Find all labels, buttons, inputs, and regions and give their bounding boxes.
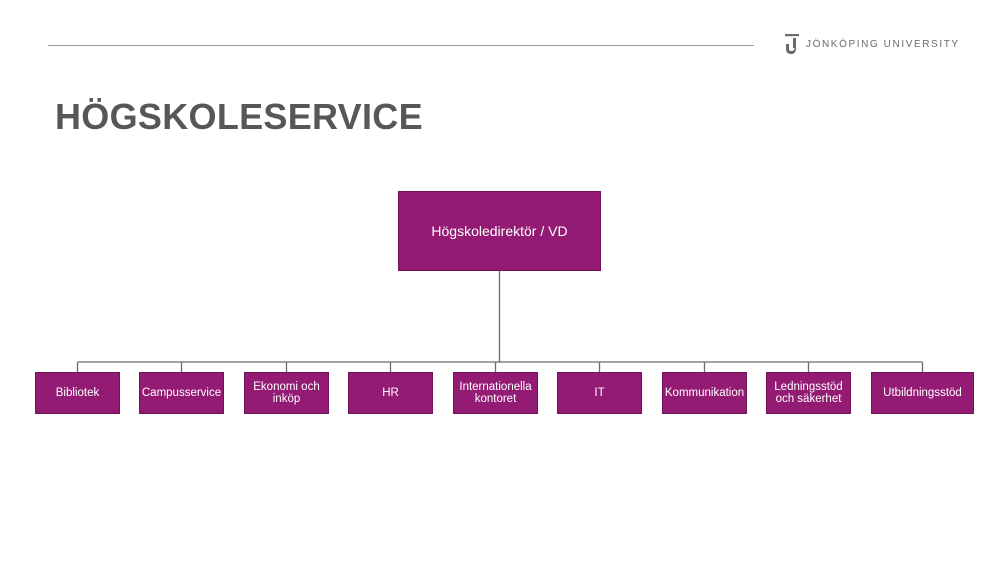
org-node-hogskoledirektor[interactable]: Högskoledirektör / VD (398, 191, 601, 271)
org-node-utbildningsstod[interactable]: Utbildningsstöd (871, 372, 974, 414)
org-node-campusservice[interactable]: Campusservice (139, 372, 224, 414)
org-node-it[interactable]: IT (557, 372, 642, 414)
ju-logo-icon (785, 34, 799, 54)
org-node-hr[interactable]: HR (348, 372, 433, 414)
org-node-internationella-kontoret[interactable]: Internationella kontoret (453, 372, 538, 414)
page-title: HÖGSKOLESERVICE (55, 96, 423, 137)
brand-name: JÖNKÖPING UNIVERSITY (806, 38, 960, 50)
org-node-bibliotek[interactable]: Bibliotek (35, 372, 120, 414)
university-brand[interactable]: JÖNKÖPING UNIVERSITY (785, 34, 960, 54)
header-divider (48, 45, 754, 46)
org-node-ekonomi-och-inkop[interactable]: Ekonomi och inköp (244, 372, 329, 414)
org-node-kommunikation[interactable]: Kommunikation (662, 372, 747, 414)
org-node-ledningsstod-och-sakerhet[interactable]: Ledningsstöd och säkerhet (766, 372, 851, 414)
